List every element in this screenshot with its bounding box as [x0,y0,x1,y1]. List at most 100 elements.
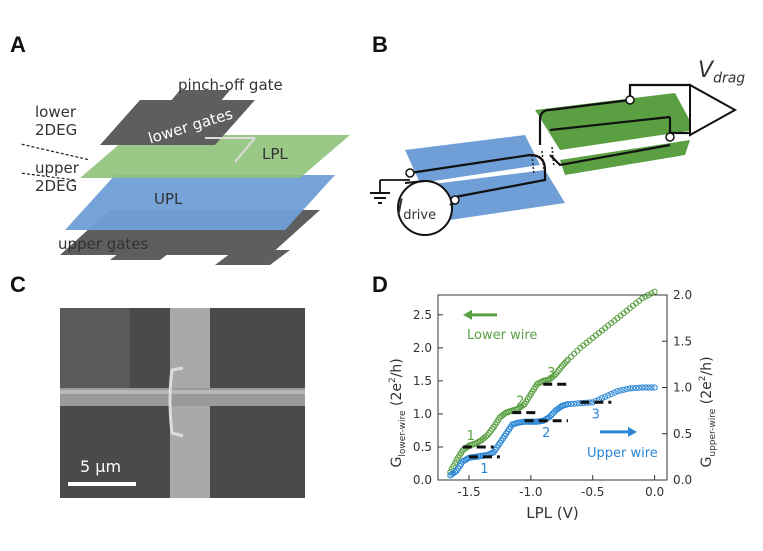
blue-gate-top [405,135,540,183]
data-point [602,393,609,400]
data-point [571,350,578,357]
y-axis-label-right: Gupper-wire (2e2/h) [698,356,718,467]
panel-c-letter: C [10,272,26,297]
data-point [648,290,655,297]
legend-lower-label: Lower wire [467,328,537,343]
data-point [571,400,578,407]
data-point [563,358,570,365]
data-point [550,372,558,379]
y-tick-label-left: 0.0 [413,473,432,487]
scale-bar-label: 5 µm [80,457,122,476]
circuit-schematic-b [370,83,738,236]
panel-d-letter: D [372,272,388,297]
x-tick-label: -0.5 [581,485,604,499]
x-tick-label: 0.0 [645,485,664,499]
legend-upper-arrowhead [628,426,637,437]
data-point [546,414,553,421]
data-point [558,363,565,370]
data-point [451,468,459,476]
lower-2deg-layer [80,135,350,178]
plateau-label: 2 [542,426,550,441]
data-point [574,400,581,407]
pinch-off-gate-label: pinch-off gate [178,76,283,94]
plateau-label: 3 [547,366,555,381]
legend-lower-arrowhead [463,309,472,320]
data-point [651,288,658,295]
upper-gates-tab [215,250,290,265]
data-point [614,388,621,395]
x-tick-label: -1.5 [457,485,480,499]
i-drive-label: Idrive [397,195,436,224]
data-point [645,291,652,299]
data-point [451,460,459,467]
data-point [636,384,643,391]
amplifier-icon [689,83,738,137]
blue-wire [409,153,547,199]
x-axis-label: LPL (V) [526,504,579,522]
v-drag-main: V [698,58,714,83]
y-tick-label-left: 1.5 [413,374,432,388]
green-wire-2 [549,143,671,167]
x-tick-label: -1.0 [519,485,542,499]
y-axis-label-left: Glower-wire (2e2/h) [388,358,408,467]
sem-image [60,308,305,498]
upper-2deg-label-2: 2DEG [35,177,78,195]
data-point [520,402,527,409]
y-tick-label-right: 0.0 [673,473,692,487]
lower-gates-layer [100,100,255,145]
device-schematic-a [20,90,350,265]
panel-a-letter: A [10,32,26,57]
data-point [547,412,555,419]
i-drive-main: I [397,195,404,219]
contact-dot [450,195,460,205]
data-point [648,384,655,391]
upper-2deg-layer [65,175,335,230]
lower-gates-tab [170,90,230,102]
upper-2deg-label-1: upper [35,159,79,177]
y-tick-label-right: 2.0 [673,288,692,302]
data-point [642,293,649,300]
data-point [567,400,575,408]
i-drive-sub: drive [403,208,437,224]
data-point [560,361,567,368]
data-point [620,386,627,393]
contact-dot [405,168,415,178]
y-tick-label-left: 1.0 [413,407,432,421]
data-point [598,395,606,402]
data-point [567,353,575,360]
lower-2deg-label-2: 2DEG [35,121,78,139]
data-point [482,433,490,440]
data-point [574,347,581,354]
data-point [549,410,556,417]
data-point [623,386,630,393]
data-point [629,385,637,392]
plateau-label: 2 [516,395,524,410]
green-gate-bottom [560,140,690,175]
data-point [626,385,633,392]
data-point [632,384,640,392]
upper-gates-tab-2 [110,245,180,260]
data-point [561,359,568,367]
y-tick-label-left: 2.0 [413,341,432,355]
lower-2deg-label-1: lower [35,103,77,121]
data-point [639,384,646,391]
y-tick-label-right: 1.0 [673,381,692,395]
y-tick-label-right: 0.5 [673,427,692,441]
data-point [651,384,658,391]
data-point [642,384,649,391]
plateau-label: 3 [592,407,600,422]
data-point [639,295,646,302]
v-drag-label: Vdrag [698,58,745,86]
lpl-label: LPL [262,145,288,163]
y-tick-label-right: 1.5 [673,334,692,348]
data-point [645,384,652,391]
upl-label: UPL [154,190,183,208]
legend-upper-label: Upper wire [587,446,658,461]
sem-bridge [168,366,184,438]
upper-gates-label: upper gates [58,235,149,253]
data-point [605,392,612,399]
v-drag-sub: drag [713,70,746,87]
contact-dot [665,132,675,142]
panel-b-letter: B [372,32,388,57]
